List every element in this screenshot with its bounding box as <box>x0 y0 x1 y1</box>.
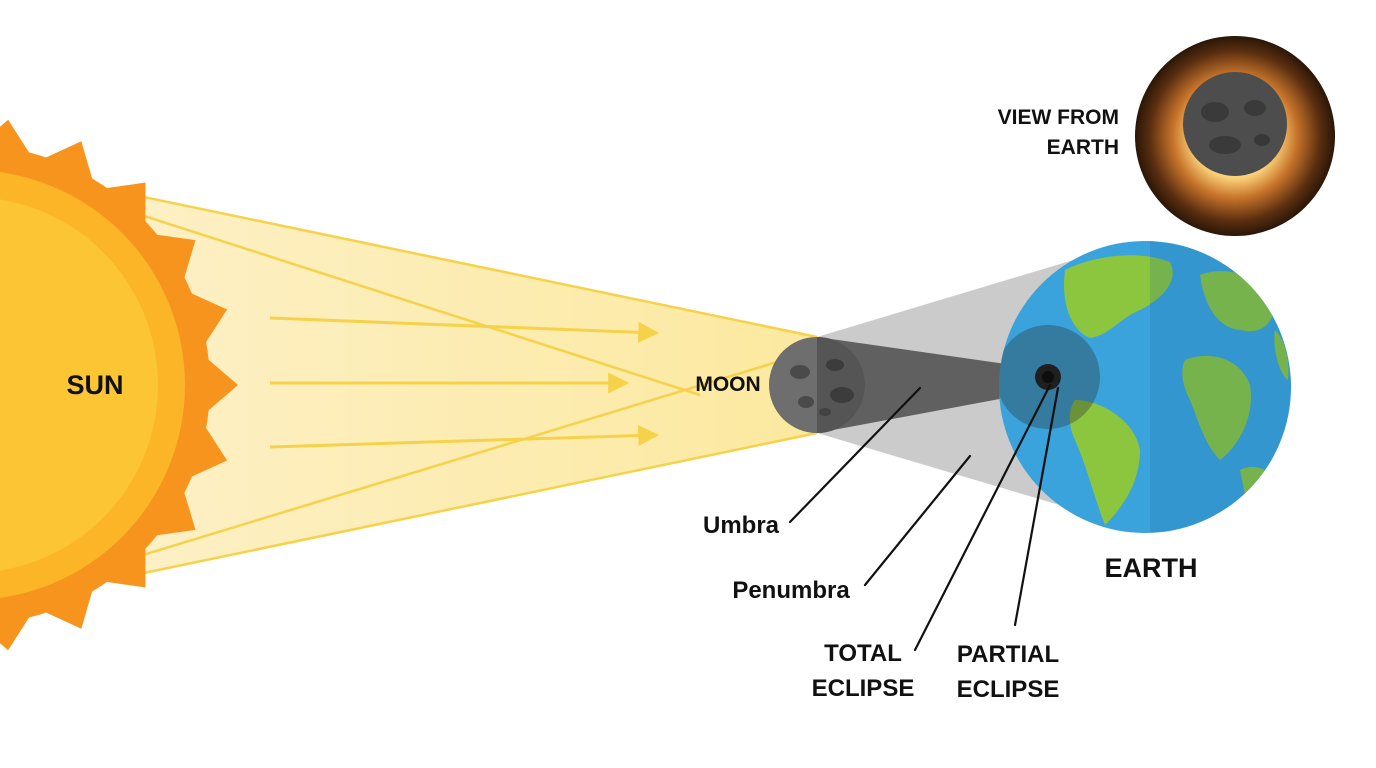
umbra-leader <box>788 386 922 524</box>
view-from-earth-label-line1: VIEW FROM <box>998 106 1119 129</box>
light-ray-arrow <box>269 316 660 343</box>
view-from-earth-label-line2: EARTH <box>1047 136 1119 159</box>
penumbra-label: Penumbra <box>732 577 850 604</box>
sun-label: SUN <box>66 370 123 400</box>
sunlight-beam <box>60 180 818 592</box>
total-eclipse-label-line1: TOTAL <box>824 640 902 667</box>
light-ray-arrow <box>269 425 660 449</box>
total-eclipse-icon <box>1135 36 1335 236</box>
umbra-cone <box>817 337 1048 433</box>
total-eclipse-label-line2: ECLIPSE <box>812 675 915 702</box>
total-eclipse-leader <box>913 383 1052 652</box>
partial-eclipse-leader <box>1013 386 1060 627</box>
sun-icon <box>0 119 238 651</box>
light-ray-arrows <box>269 316 660 449</box>
partial-eclipse-label-line2: ECLIPSE <box>957 676 1060 703</box>
moon-label: MOON <box>695 373 760 396</box>
leader-lines <box>788 383 1060 652</box>
partial-eclipse-label-line1: PARTIAL <box>957 641 1059 668</box>
umbra-label: Umbra <box>703 512 780 539</box>
earth-label: EARTH <box>1105 553 1198 583</box>
penumbra-leader <box>863 454 972 587</box>
